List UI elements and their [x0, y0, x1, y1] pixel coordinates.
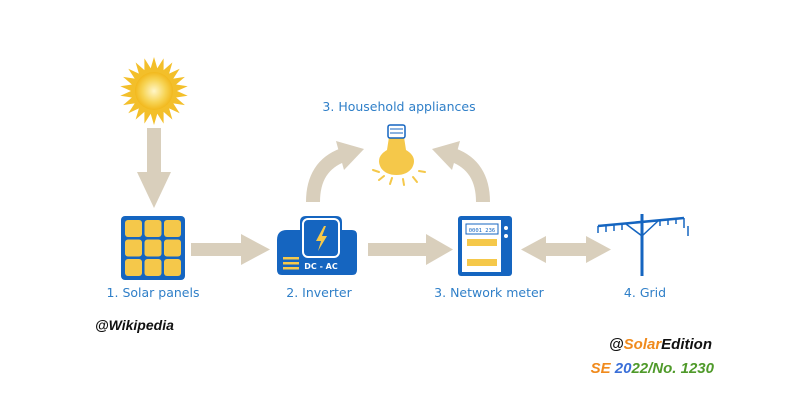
grid-label: 4. Grid [623, 285, 667, 300]
solaredition-credit: @SolarEdition [609, 336, 712, 353]
network-meter-icon [458, 216, 512, 276]
arrow-inverter-to-household [306, 141, 364, 203]
inverter-badge-text: DC - AC [304, 262, 338, 271]
network-meter-label: 3. Network meter [434, 285, 544, 300]
sun-icon [120, 57, 188, 125]
issue-code-number: /No. 1230 [648, 360, 714, 377]
brand-solar: Solar [623, 336, 662, 353]
light-bulb-icon [372, 124, 426, 186]
issue-code-20: 20 [614, 360, 632, 377]
brand-at: @ [609, 336, 624, 353]
solar-panels-icon [121, 216, 185, 280]
inverter-label: 2. Inverter [286, 285, 352, 300]
wikipedia-credit: @Wikipedia [95, 317, 174, 333]
grid-pylon-icon [597, 214, 689, 276]
solar-panels-label: 1. Solar panels [106, 285, 200, 300]
arrow-inverter-to-meter [368, 234, 453, 265]
issue-code-22: 22 [631, 360, 649, 377]
issue-code: SE 2022/No. 1230 [591, 360, 714, 377]
arrow-meter-to-household [432, 141, 490, 203]
brand-edition: Edition [661, 336, 712, 353]
household-appliances-label: 3. Household appliances [322, 99, 476, 114]
inverter-icon [277, 216, 357, 275]
meter-reading-text: 0001 236 [469, 228, 496, 234]
arrow-sun-to-panels [137, 128, 171, 208]
arrow-meter-grid-double [521, 236, 611, 263]
issue-code-se: SE [590, 360, 611, 377]
arrow-panels-to-inverter [191, 234, 270, 265]
